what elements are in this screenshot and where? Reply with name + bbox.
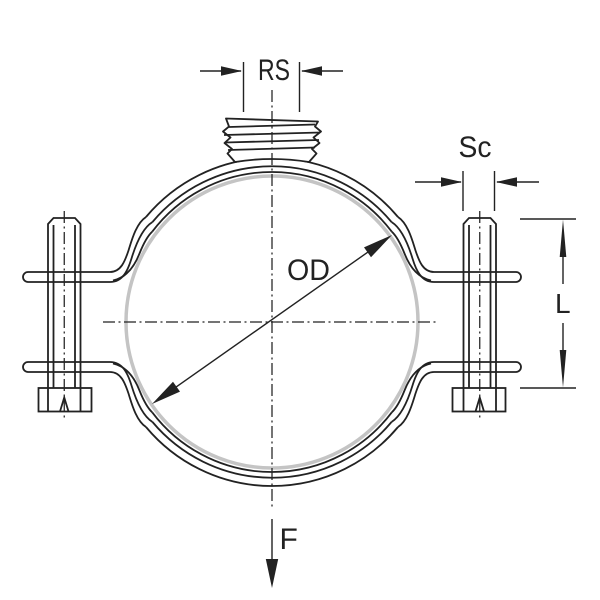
label-od: OD bbox=[287, 254, 330, 287]
band-outer-arc-bottom bbox=[145, 426, 399, 487]
band-mid-arc-top bbox=[151, 165, 393, 223]
od-arrowhead-lower-left bbox=[152, 381, 180, 404]
band-inner-arc-top bbox=[151, 171, 393, 233]
f-arrowhead-down bbox=[265, 559, 279, 588]
dimension-f: F bbox=[265, 519, 298, 588]
sc-arrowhead-left bbox=[441, 177, 462, 187]
rs-arrowhead-right bbox=[301, 66, 322, 76]
label-rs: RS bbox=[258, 54, 290, 87]
l-arrowhead-top bbox=[559, 219, 567, 257]
od-dimension-line bbox=[156, 237, 388, 402]
dimension-od: OD bbox=[152, 235, 392, 404]
label-l: L bbox=[555, 288, 571, 319]
label-f: F bbox=[280, 523, 298, 556]
l-arrowhead-bottom bbox=[559, 350, 567, 388]
l-extension-ticks bbox=[520, 218, 576, 389]
clamp-band bbox=[109, 157, 435, 487]
dimension-sc: Sc bbox=[415, 131, 539, 211]
rs-extension-lines bbox=[242, 62, 301, 112]
label-sc: Sc bbox=[459, 131, 492, 164]
right-bolt-assembly bbox=[433, 217, 522, 413]
centerlines bbox=[63, 90, 481, 508]
sc-extension-lines bbox=[462, 171, 496, 211]
dimension-rs: RS bbox=[200, 54, 343, 112]
rs-arrowhead-left bbox=[221, 66, 242, 76]
dimension-l: L bbox=[520, 218, 576, 389]
sc-arrowhead-right bbox=[496, 177, 517, 187]
od-arrowhead-upper-right bbox=[364, 235, 392, 258]
left-bolt-assembly bbox=[22, 217, 111, 413]
